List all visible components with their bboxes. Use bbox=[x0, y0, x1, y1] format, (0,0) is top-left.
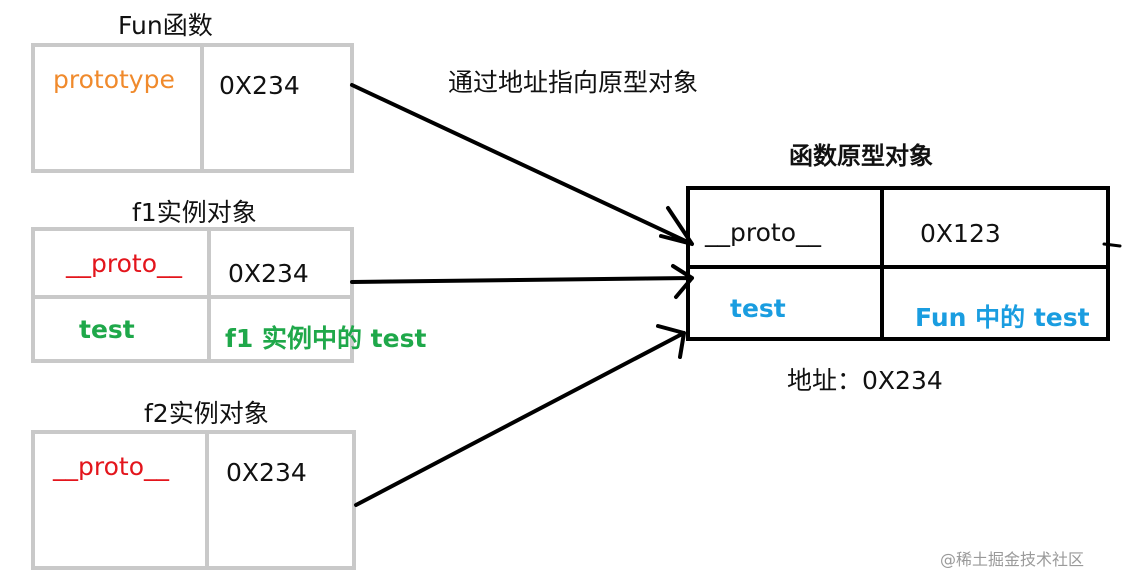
f2-box-title: f2实例对象 bbox=[144, 399, 269, 428]
arrow-fun-to-prototype bbox=[350, 83, 694, 246]
fun-prototype-key: prototype bbox=[53, 65, 175, 94]
prototype-test-key: test bbox=[730, 294, 786, 323]
prototype-box-title: 函数原型对象 bbox=[789, 142, 933, 170]
f1-box: __proto__ 0X234 test f1 实例中的 test bbox=[31, 227, 426, 363]
f2-box: __proto__ 0X234 bbox=[31, 430, 356, 570]
f1-test-key: test bbox=[79, 315, 135, 344]
f1-box-row-divider bbox=[35, 295, 350, 299]
fun-box: prototype 0X234 bbox=[31, 43, 354, 173]
f1-proto-key: __proto__ bbox=[66, 249, 182, 278]
f1-box-title: f1实例对象 bbox=[132, 198, 257, 227]
prototype-address: 地址：0X234 bbox=[787, 366, 943, 395]
edge-mark bbox=[1102, 242, 1122, 248]
prototype-proto-value: 0X123 bbox=[920, 219, 1001, 248]
prototype-test-value: Fun 中的 test bbox=[915, 303, 1090, 332]
watermark: @稀土掘金技术社区 bbox=[940, 550, 1085, 569]
prototype-box: __proto__ 0X123 test Fun 中的 test bbox=[686, 186, 1110, 341]
f1-test-value: f1 实例中的 test bbox=[225, 324, 427, 353]
prototype-box-divider bbox=[880, 190, 884, 337]
arrow-f1-to-prototype bbox=[350, 264, 694, 299]
f2-box-divider bbox=[205, 434, 209, 566]
fun-prototype-value: 0X234 bbox=[219, 71, 300, 100]
fun-box-divider bbox=[200, 47, 204, 169]
f1-proto-value: 0X234 bbox=[228, 259, 309, 288]
f2-proto-value: 0X234 bbox=[226, 458, 307, 487]
prototype-proto-key: __proto__ bbox=[705, 218, 821, 247]
arrow-label: 通过地址指向原型对象 bbox=[448, 68, 699, 97]
prototype-box-row-divider bbox=[690, 265, 1106, 269]
arrow-f2-to-prototype bbox=[354, 324, 686, 507]
f2-proto-key: __proto__ bbox=[53, 452, 169, 481]
fun-box-title: Fun函数 bbox=[118, 11, 213, 40]
